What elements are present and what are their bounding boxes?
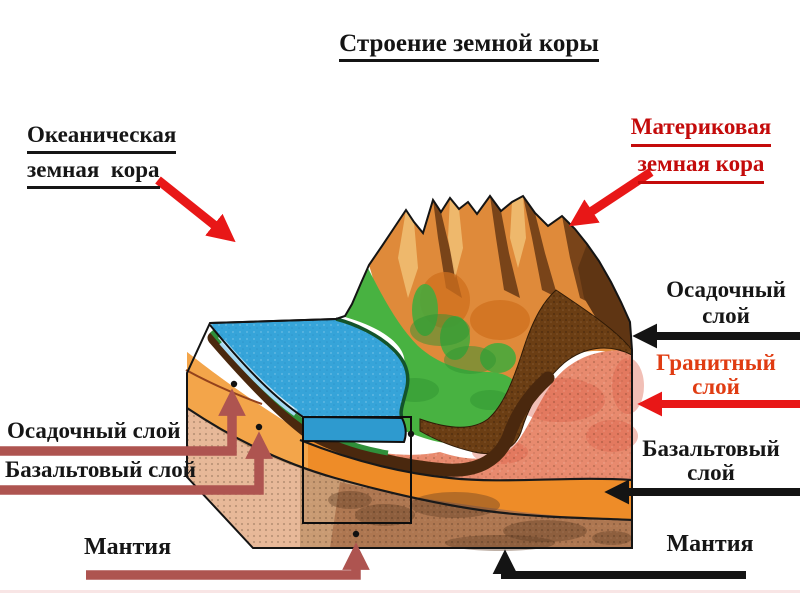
section-highlight-rect (302, 416, 412, 524)
basalt-left-arrow-icon (0, 431, 273, 495)
continental-crust-arrow-icon (568, 168, 654, 227)
label-basalt-right: Базальтовый слой (642, 436, 780, 485)
label-mantle-right: Мантия (666, 531, 754, 557)
basalt-top-line (299, 438, 633, 482)
mantle-left-arrow-icon (86, 542, 370, 580)
ocean-surface (209, 317, 410, 444)
sedimentary-band-oceanic (207, 331, 555, 477)
annotation-arrows (0, 168, 800, 580)
page-title: Строение земной коры (319, 30, 619, 62)
label-granite: Гранитный слой (656, 350, 776, 399)
pointer-dots (230, 380, 415, 538)
page-bottom-rule (0, 590, 800, 593)
label-sedimentary-left: Осадочный слой (7, 418, 181, 443)
water-front-face (302, 415, 407, 444)
shoreline-edge (335, 317, 410, 419)
sedimentary-left-arrow-icon (0, 388, 246, 456)
label-sedimentary-right: Осадочный слой (666, 277, 786, 328)
ocean-front-crease (209, 324, 304, 418)
oceanic-crust-arrow-icon (155, 176, 236, 243)
mantle-right-arrow-icon (492, 549, 746, 579)
block-outline (186, 194, 633, 549)
label-oceanic-crust: Океаническая земная кора (27, 119, 177, 189)
label-mantle-left: Мантия (84, 534, 172, 560)
label-basalt-left: Базальтовый слой (5, 457, 197, 482)
sedimentary-band-continental (419, 289, 633, 455)
basalt-layer-band (187, 352, 632, 520)
page-title-text: Строение земной коры (339, 30, 599, 62)
label-continental-crust: Материковая земная кора (609, 110, 793, 184)
